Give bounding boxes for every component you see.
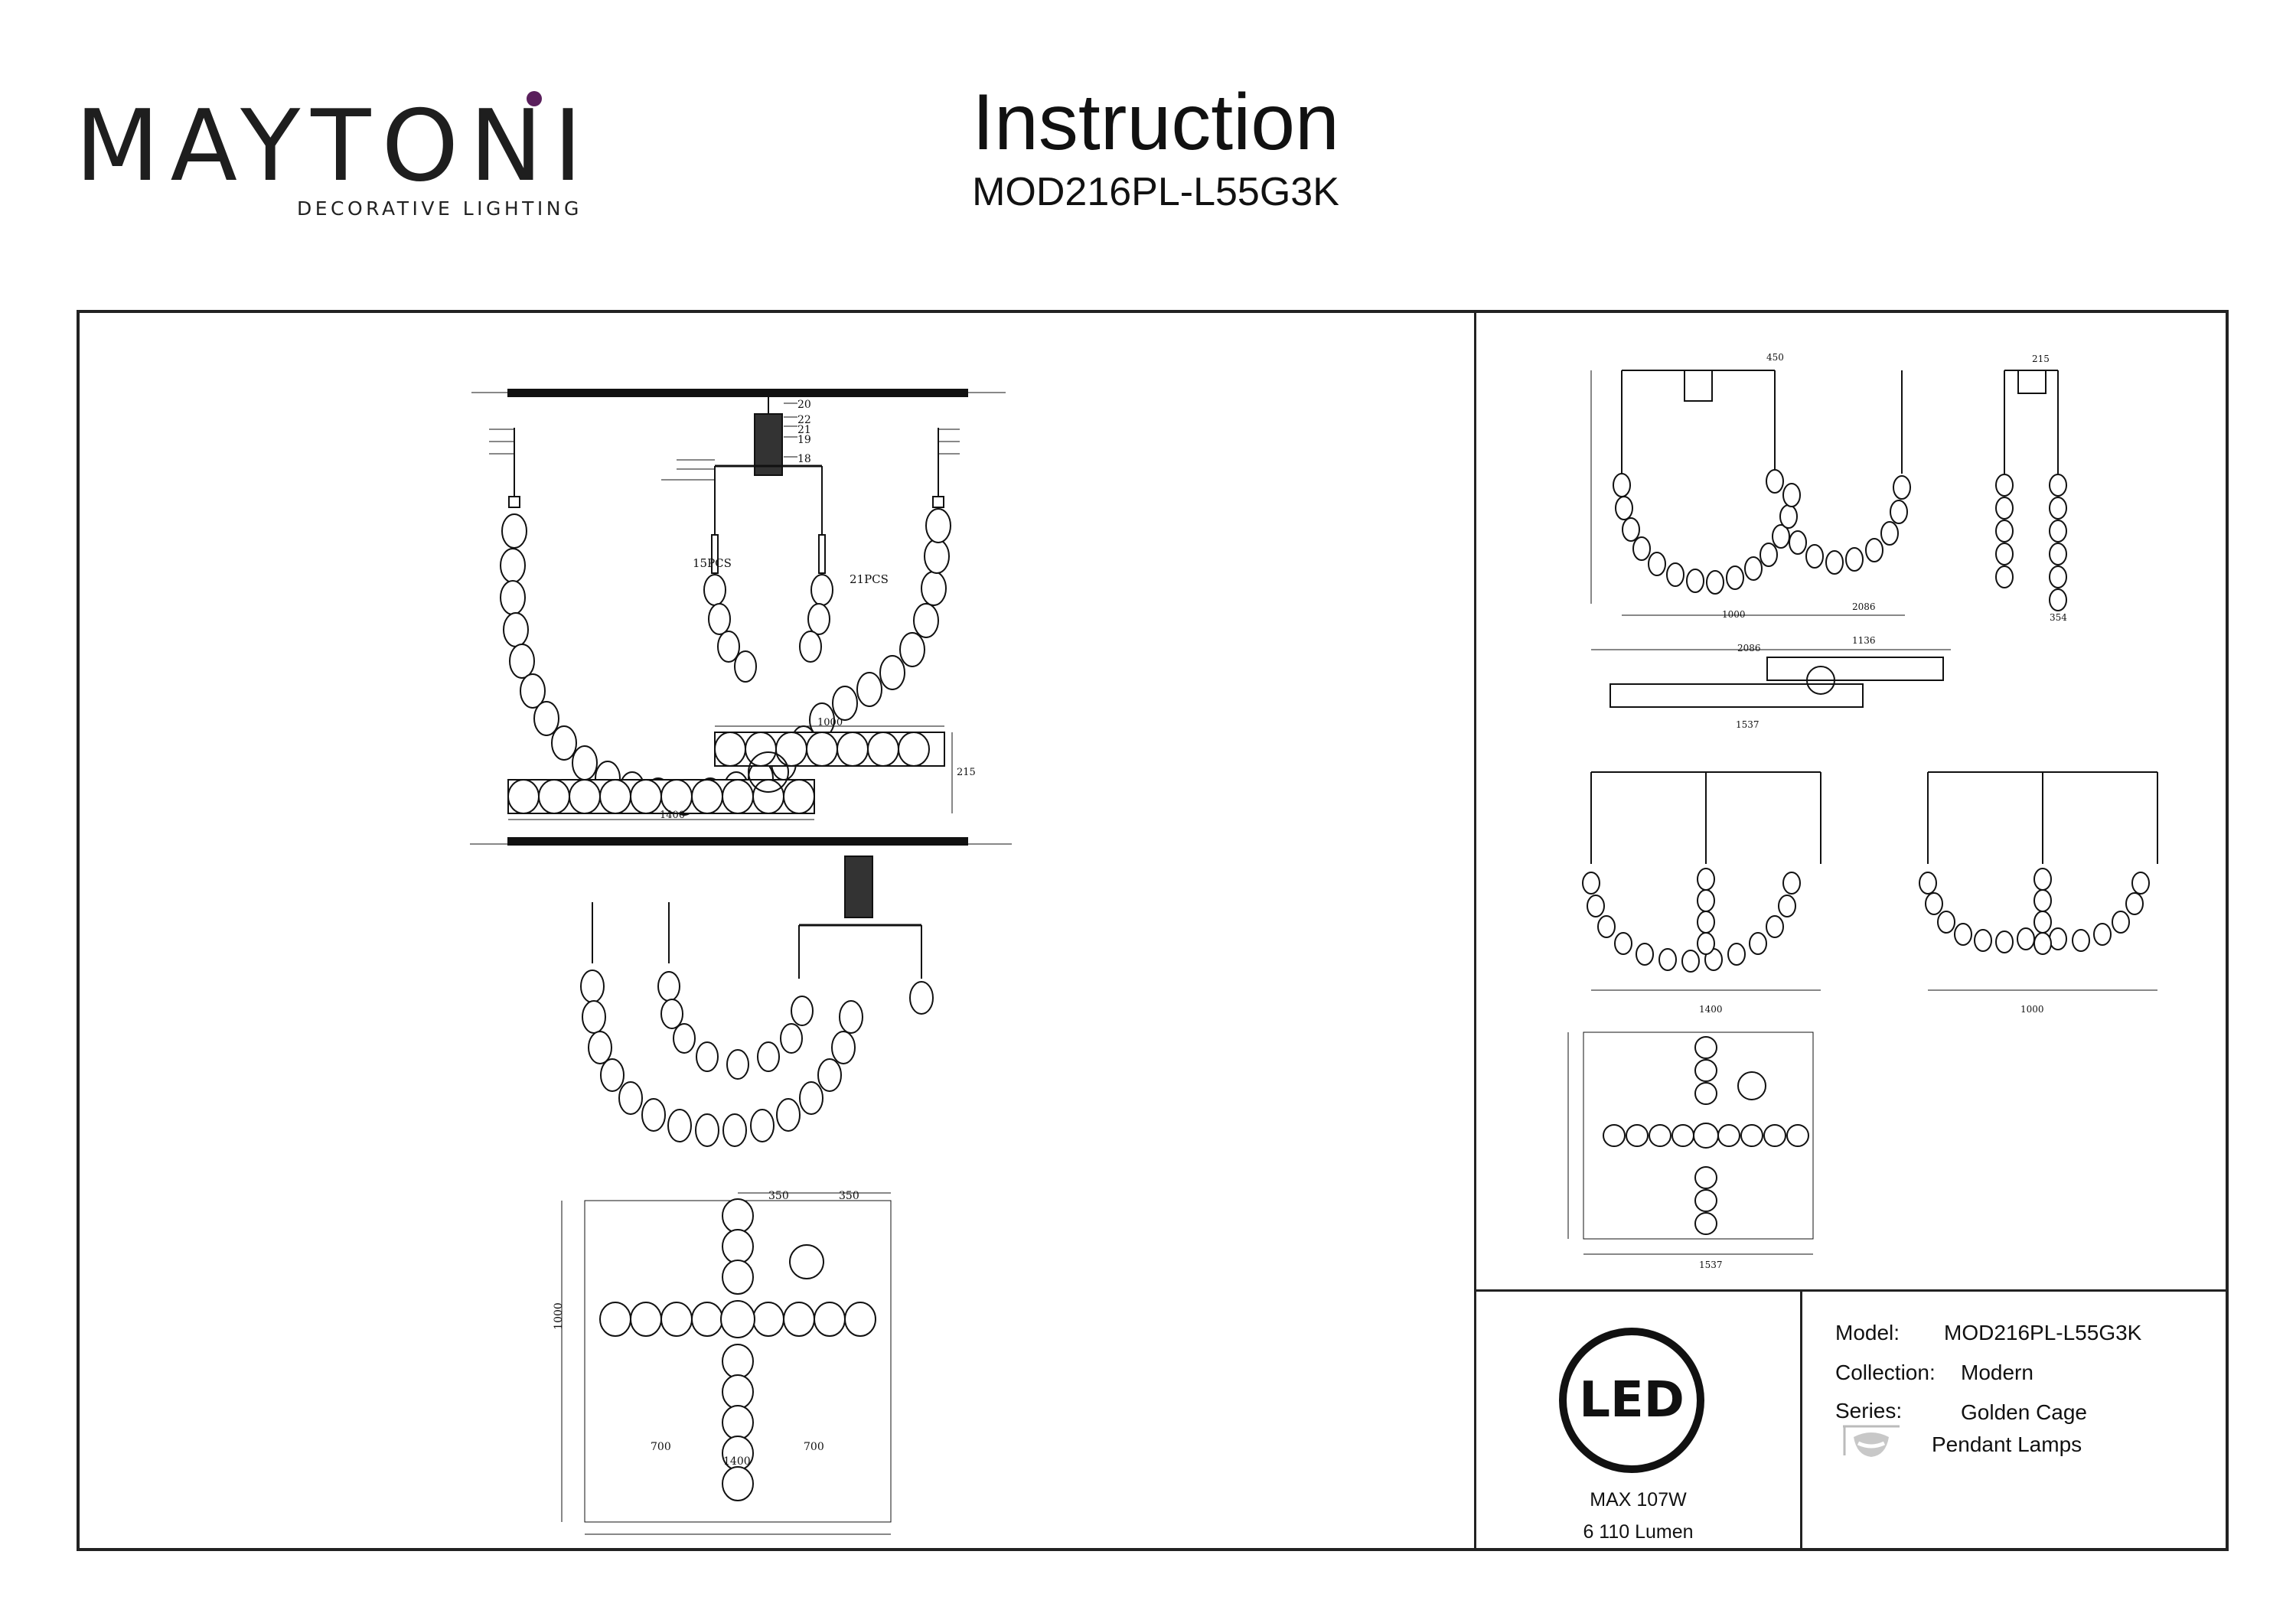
part-label: 22: [797, 414, 811, 426]
led-badge-icon: [1559, 1328, 1704, 1473]
part-label: 20: [797, 399, 811, 411]
dimension-label: 1136: [1852, 635, 1876, 646]
collection-value: Modern: [1961, 1361, 2033, 1384]
dimension-label: 700: [651, 1441, 671, 1453]
drawing-frame: [77, 310, 2229, 1551]
series-value: Golden Cage: [1961, 1400, 2088, 1424]
logo-dot-icon: [527, 91, 542, 106]
part-label: 19: [797, 434, 811, 446]
dimension-label: 215: [957, 767, 976, 778]
page-title: Instruction: [972, 78, 1339, 167]
model-code: MOD216PL-L55G3K: [972, 170, 1339, 214]
brand-name: MAYTONI: [75, 90, 593, 204]
dimension-label: 1400: [660, 810, 686, 821]
assembly-drawing-left: [470, 389, 1012, 1535]
pcs-label: 15PCS: [693, 556, 732, 570]
dimension-label: 350: [839, 1190, 859, 1202]
pcs-label: 21PCS: [850, 572, 889, 586]
dimension-label: 1400: [1699, 1004, 1723, 1015]
dimension-drawings-right: [1567, 370, 2158, 1255]
spec-divider: [1800, 1289, 1802, 1551]
dimension-label: 1537: [1736, 719, 1760, 730]
brand-logo: MAYTONI: [75, 98, 593, 196]
frame-divider-vertical: [1474, 310, 1476, 1551]
brand-tagline: DECORATIVE LIGHTING: [297, 197, 582, 220]
dimension-label: 350: [768, 1190, 789, 1202]
dimension-label: 450: [1766, 352, 1784, 363]
dimension-label: 2086: [1737, 643, 1761, 653]
dimension-label: 1000: [817, 717, 843, 728]
part-label: 18: [797, 453, 811, 465]
max-power: MAX 107W: [1590, 1489, 1687, 1511]
part-label: 21: [797, 424, 811, 436]
dimension-label: 1537: [1699, 1260, 1723, 1270]
dimension-label: 1400: [723, 1455, 751, 1468]
model-label: Model:: [1835, 1321, 1900, 1344]
dimension-label: 1000: [1722, 609, 1746, 620]
dimension-label: 1000: [2020, 1004, 2044, 1015]
lumen-output: 6 110 Lumen: [1583, 1521, 1694, 1543]
dimension-label: 1000: [552, 1302, 565, 1330]
dimension-label: 2086: [1852, 601, 1876, 612]
model-value: MOD216PL-L55G3K: [1944, 1321, 2142, 1344]
collection-label: Collection:: [1835, 1361, 1936, 1384]
led-label: LED: [1579, 1372, 1684, 1429]
pendant-lamp-icon: [1843, 1425, 1900, 1457]
frame-divider-horizontal: [1474, 1289, 2229, 1292]
dimension-label: 215: [2032, 354, 2050, 364]
dimension-label: 700: [804, 1441, 824, 1453]
series-label: Series:: [1835, 1399, 1903, 1423]
type-value: Pendant Lamps: [1932, 1432, 2082, 1456]
dimension-label: 354: [2050, 612, 2067, 623]
